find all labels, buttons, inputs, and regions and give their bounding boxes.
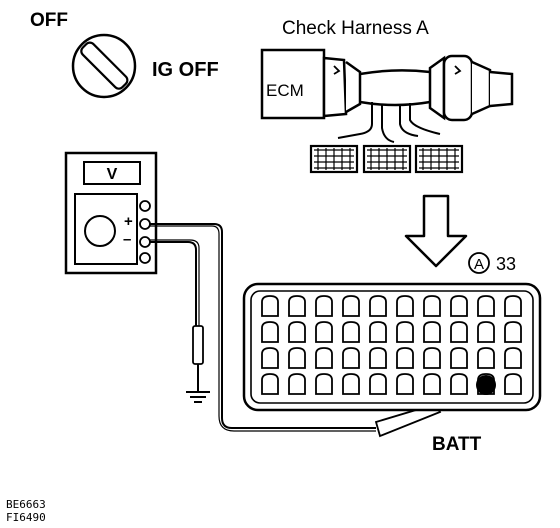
connector-a-face — [242, 282, 542, 412]
ecm-label: ECM — [266, 81, 304, 100]
connector-pin — [315, 295, 333, 317]
harness-connector-left — [322, 56, 362, 118]
connector-pin — [261, 373, 279, 395]
connector-pin — [450, 373, 468, 395]
connector-pin — [423, 295, 441, 317]
connector-pin — [342, 347, 360, 369]
connector-pin — [261, 347, 279, 369]
connector-pin — [288, 321, 306, 343]
connector-pin — [261, 321, 279, 343]
connector-pin — [423, 321, 441, 343]
meter-jack — [139, 200, 151, 212]
connector-pin — [396, 373, 414, 395]
connector-pin — [369, 373, 387, 395]
connector-pin — [288, 373, 306, 395]
harness-title: Check Harness A — [282, 18, 429, 39]
batt-label: BATT — [432, 434, 482, 455]
harness-connector-right — [428, 54, 514, 122]
meter-display — [83, 161, 141, 185]
connector-pin — [450, 295, 468, 317]
connector-pin — [450, 321, 468, 343]
connector-pin — [342, 321, 360, 343]
sub-connector-blocks — [309, 144, 464, 174]
meter-jack — [139, 252, 151, 264]
connector-pin — [342, 295, 360, 317]
connector-pin — [261, 295, 279, 317]
connector-pin — [369, 347, 387, 369]
connector-pin — [477, 347, 495, 369]
connector-pin — [504, 347, 522, 369]
connector-pin-33-marker — [476, 375, 496, 395]
ground-probe — [192, 325, 204, 392]
connector-pin — [288, 295, 306, 317]
figure-code-2: FI6490 — [6, 511, 46, 524]
connector-pin — [396, 295, 414, 317]
ignition-key-icon — [71, 33, 137, 99]
probe-leads — [150, 223, 376, 432]
voltmeter: V + – — [64, 151, 158, 275]
connector-pin — [315, 347, 333, 369]
meter-minus-label: – — [123, 231, 131, 248]
connector-pin — [369, 321, 387, 343]
meter-plus-label: + — [124, 213, 133, 230]
connector-pin — [504, 295, 522, 317]
connector-pin — [396, 321, 414, 343]
connector-pin — [504, 373, 522, 395]
pin-number-label: 33 — [496, 254, 516, 274]
ecm-unit: ECM — [260, 48, 326, 120]
connector-pin — [315, 373, 333, 395]
meter-jack-minus — [139, 236, 151, 248]
connector-pin — [504, 321, 522, 343]
harness-cable — [337, 69, 441, 143]
connector-pin — [423, 373, 441, 395]
switch-state-label: OFF — [30, 10, 68, 31]
connector-pin — [315, 321, 333, 343]
meter-dial — [84, 215, 116, 247]
connector-pin — [423, 347, 441, 369]
ground-icon — [186, 391, 210, 403]
figure-code-1: BE6663 — [6, 498, 46, 511]
connector-id-label: A 33 — [468, 252, 516, 274]
meter-jack-plus — [139, 218, 151, 230]
connector-pin — [477, 295, 495, 317]
connector-pin — [369, 295, 387, 317]
connector-pin — [450, 347, 468, 369]
connector-pin — [342, 373, 360, 395]
meter-unit-label: V — [107, 166, 118, 183]
arrow-down-icon — [404, 194, 468, 268]
connector-pin — [396, 347, 414, 369]
ig-off-label: IG OFF — [152, 59, 219, 81]
connector-id-letter: A — [474, 256, 484, 273]
connector-pin — [288, 347, 306, 369]
connector-pin — [477, 321, 495, 343]
